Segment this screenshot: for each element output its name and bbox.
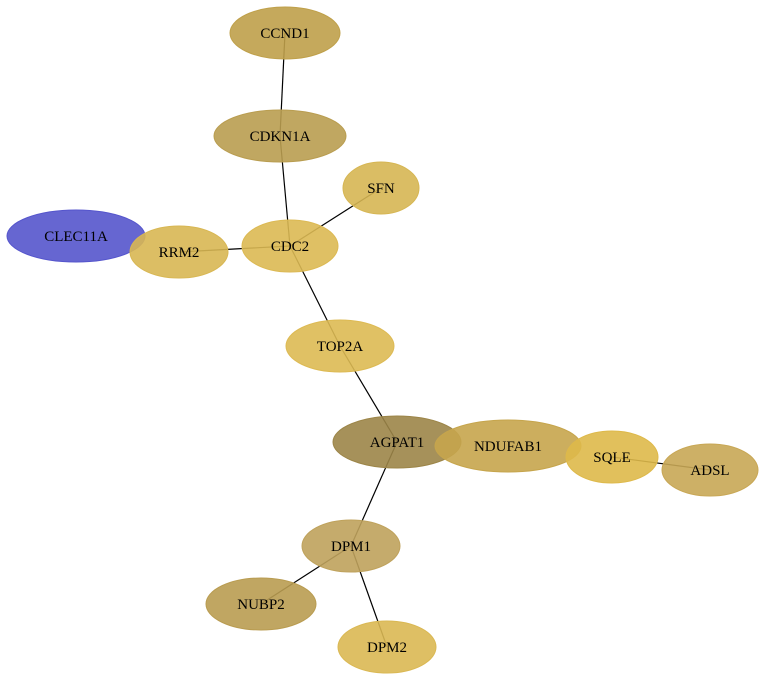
node-sqle: SQLE xyxy=(565,430,659,484)
node-label: CDKN1A xyxy=(250,129,311,145)
node-nubp2: NUBP2 xyxy=(205,577,317,631)
node-rrm2: RRM2 xyxy=(129,225,229,279)
node-label: ADSL xyxy=(690,463,729,479)
node-ccnd1: CCND1 xyxy=(229,6,341,60)
node-label: NUBP2 xyxy=(237,597,285,613)
node-label: AGPAT1 xyxy=(370,435,424,451)
node-clec11a: CLEC11A xyxy=(6,209,146,263)
node-top2a: TOP2A xyxy=(285,319,395,373)
node-shape xyxy=(565,430,659,484)
node-label: TOP2A xyxy=(317,339,364,355)
node-dpm1: DPM1 xyxy=(301,519,401,573)
node-label: DPM1 xyxy=(331,539,371,555)
node-cdc2: CDC2 xyxy=(241,219,339,273)
node-dpm2: DPM2 xyxy=(337,620,437,674)
node-shape xyxy=(337,620,437,674)
node-label: DPM2 xyxy=(367,640,407,656)
node-shape xyxy=(129,225,229,279)
node-ndufab1: NDUFAB1 xyxy=(434,419,582,473)
node-shape xyxy=(205,577,317,631)
node-label: CCND1 xyxy=(260,26,309,42)
node-label: NDUFAB1 xyxy=(474,439,542,455)
node-adsl: ADSL xyxy=(661,443,759,497)
node-shape xyxy=(241,219,339,273)
node-label: SFN xyxy=(367,181,395,197)
node-cdkn1a: CDKN1A xyxy=(213,109,347,163)
node-sfn: SFN xyxy=(342,161,420,215)
node-shape xyxy=(342,161,420,215)
node-shape xyxy=(285,319,395,373)
node-shape xyxy=(301,519,401,573)
node-label: CDC2 xyxy=(271,239,309,255)
node-shape xyxy=(213,109,347,163)
node-label: SQLE xyxy=(593,450,631,466)
node-label: CLEC11A xyxy=(44,229,108,245)
node-shape xyxy=(229,6,341,60)
node-label: RRM2 xyxy=(159,245,200,261)
node-shape xyxy=(661,443,759,497)
node-agpat1: AGPAT1 xyxy=(332,415,462,469)
